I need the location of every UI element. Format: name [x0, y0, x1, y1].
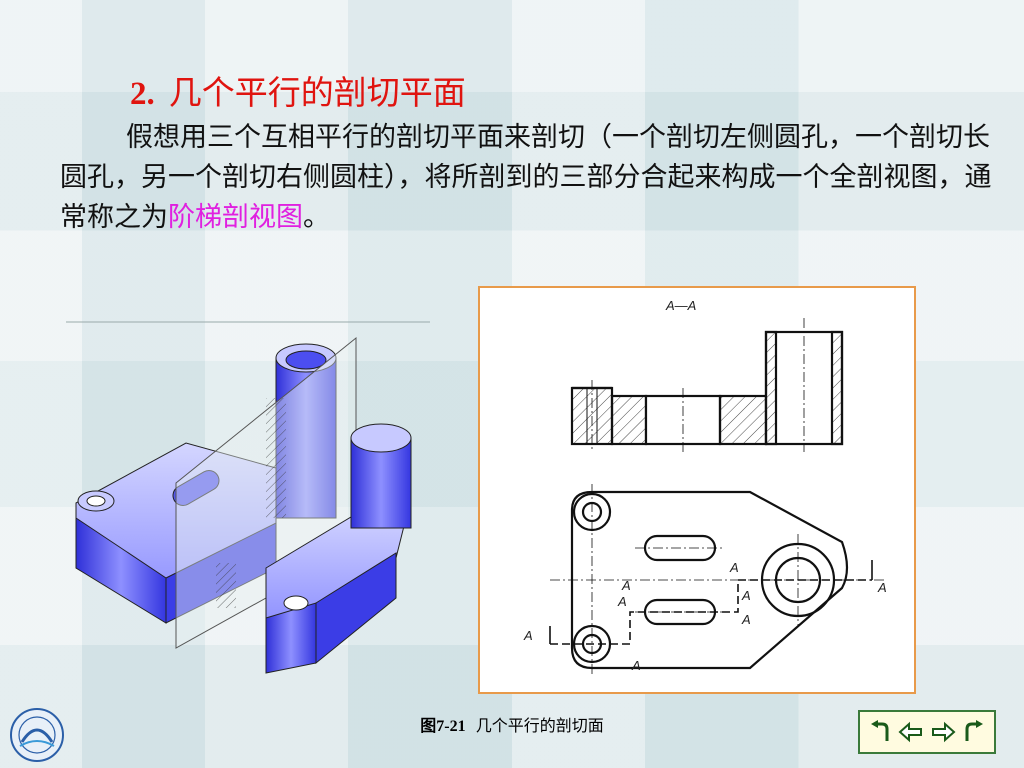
body-paragraph: 假想用三个互相平行的剖切平面来剖切（一个剖切左侧圆孔，一个剖切长圆孔，另一个剖切… — [60, 118, 1000, 238]
section-heading: 2. 几个平行的剖切平面 — [130, 66, 466, 114]
arrow-right-icon — [931, 721, 956, 743]
cut-label-a-7: A — [729, 560, 739, 575]
paragraph-end: 。 — [303, 202, 330, 233]
slide-navigation — [858, 710, 996, 754]
cut-label-a-3: A — [617, 594, 627, 609]
sectioned-part-3d-illustration — [66, 321, 430, 674]
highlighted-term: 阶梯剖视图 — [168, 202, 303, 233]
next-button[interactable] — [929, 717, 957, 747]
figure-caption-text: 几个平行的剖切面 — [475, 716, 604, 735]
cut-label-a-8: A — [877, 580, 887, 595]
orthographic-drawing-panel: A—A — [478, 286, 916, 694]
paragraph-text: 假想用三个互相平行的剖切平面来剖切（一个剖切左侧圆孔，一个剖切长圆孔，另一个剖切… — [60, 122, 992, 233]
figure-caption: 图7-21 几个平行的剖切面 — [0, 712, 1024, 736]
university-logo-icon — [10, 708, 64, 762]
cut-label-a-1: A — [523, 628, 533, 643]
previous-button[interactable] — [897, 717, 925, 747]
cut-label-a-2: A — [631, 658, 641, 673]
front-section-view — [570, 330, 844, 446]
return-back-icon — [870, 720, 889, 741]
heading-number: 2. — [130, 76, 155, 112]
section-view-drawing: A—A — [523, 298, 887, 676]
arrow-left-icon — [898, 721, 923, 743]
figure-number: 图7-21 — [420, 718, 466, 735]
cut-label-a-5: A — [741, 612, 751, 627]
return-forward-icon — [965, 720, 984, 741]
heading-title: 几个平行的剖切平面 — [168, 73, 466, 112]
return-back-button[interactable] — [866, 717, 894, 747]
section-title: A—A — [665, 298, 696, 313]
cut-label-a-4: A — [621, 578, 631, 593]
cut-label-a-6: A — [741, 588, 751, 603]
return-forward-button[interactable] — [960, 717, 988, 747]
